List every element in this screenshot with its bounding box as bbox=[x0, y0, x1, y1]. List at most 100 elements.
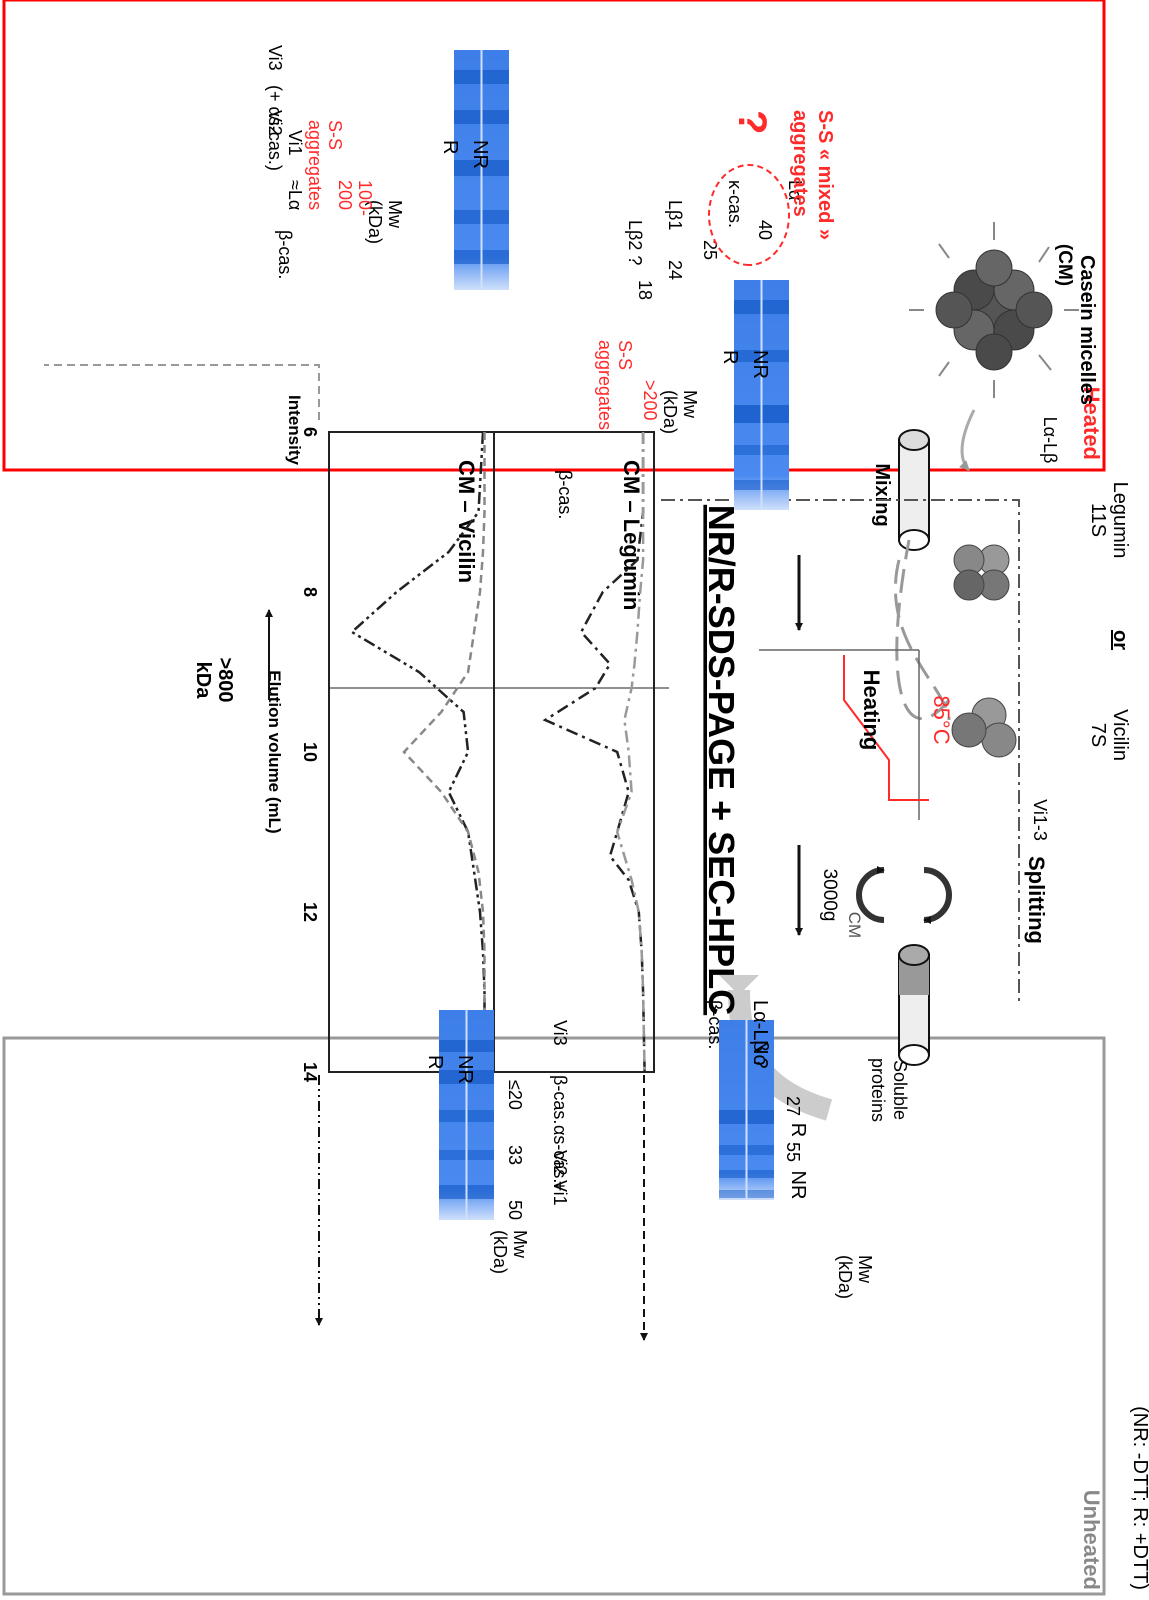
legumin-s-label: 11S bbox=[1087, 503, 1109, 537]
protein-to-tube-dashed bbox=[893, 539, 951, 721]
heated-frame bbox=[2, 0, 1106, 472]
question-mark: ? bbox=[730, 110, 774, 134]
lane-r-label: R bbox=[439, 140, 461, 154]
vi13-label: Vi1-3 bbox=[1030, 799, 1050, 841]
x-tick-label: 14 bbox=[300, 1062, 320, 1082]
vicilin-panel-title: CM – Vicilin bbox=[454, 460, 479, 583]
vi1-label: Vi1 bbox=[550, 1180, 570, 1206]
x-tick-label: 8 bbox=[300, 587, 320, 597]
series-line-1-0 bbox=[349, 431, 486, 1072]
casein-micelle bbox=[909, 222, 1079, 398]
unheated-title: Unheated bbox=[1079, 1490, 1104, 1590]
mw-24: 24 bbox=[665, 260, 685, 280]
casein-label: Casein micelles bbox=[1076, 255, 1098, 405]
rotation-icon bbox=[856, 866, 952, 924]
mw-18: 18 bbox=[635, 280, 655, 300]
la-label: Lα bbox=[785, 180, 805, 200]
mw-40: 40 bbox=[755, 220, 775, 240]
gel-heated-vicilin: NRRMw(kDa)100-200S-Saggregatesβ-cas.Vi1≈… bbox=[265, 45, 509, 290]
kcas-label: κ-cas. bbox=[725, 180, 745, 228]
bcas-label: β-cas. bbox=[705, 1000, 725, 1049]
mw-label: Mw bbox=[855, 1255, 875, 1284]
cm-abbrev: (CM) bbox=[1054, 244, 1075, 286]
big-mw-2: kDa bbox=[192, 662, 214, 700]
agg-label: aggregates bbox=[305, 120, 325, 210]
x-tick-label: 6 bbox=[300, 427, 320, 437]
lane-nr-label: NR bbox=[469, 140, 491, 169]
series-line-0-1 bbox=[615, 432, 646, 1073]
vi3-label: Vi3 bbox=[550, 1020, 570, 1046]
temp-label: 85°C bbox=[929, 695, 954, 744]
vi2-label: Vi2 + bbox=[550, 1150, 570, 1191]
la-lb-label: Lα-Lβ bbox=[1040, 417, 1060, 464]
g-force-label: 3000g bbox=[819, 869, 840, 922]
soluble-label-2: proteins bbox=[868, 1058, 888, 1122]
legumin-icon bbox=[953, 544, 1010, 601]
kda-label: (kDa) bbox=[660, 390, 680, 434]
to-analysis-arrowhead bbox=[719, 975, 759, 995]
elution-label: Elution volume (mL) bbox=[265, 670, 284, 833]
unheated-frame bbox=[2, 1036, 1106, 1596]
vi3-label: Vi3 bbox=[265, 45, 285, 71]
mixing-tube bbox=[898, 429, 930, 551]
mixed-circle bbox=[708, 164, 790, 266]
lane-r-label: R bbox=[719, 350, 741, 364]
soluble-label-1: Soluble bbox=[890, 1060, 910, 1120]
series-line-0-0 bbox=[542, 432, 646, 1073]
dtt-note: (NR: -DTT; R: +DTT) bbox=[1129, 1406, 1149, 1590]
series-line-1-1 bbox=[402, 432, 486, 1072]
vicilin-label: Vicilin bbox=[1109, 709, 1131, 761]
mw-25: 25 bbox=[700, 240, 720, 260]
ss-label: S-S bbox=[325, 120, 345, 150]
bcas-label: β-cas. bbox=[555, 470, 575, 519]
mw-20: ≤20 bbox=[505, 1080, 525, 1110]
la-label: ≈Lα bbox=[285, 180, 305, 210]
mw-33: 33 bbox=[505, 1145, 525, 1165]
mw-200: >200 bbox=[640, 380, 660, 421]
intensity-label: Intensity bbox=[285, 395, 304, 465]
mw-50: 50 bbox=[505, 1200, 525, 1220]
as-cas-label: αs-cas. bbox=[550, 1125, 570, 1183]
lb1-label: Lβ1 bbox=[665, 200, 685, 230]
mixed-label-1: S-S « mixed » bbox=[814, 110, 836, 240]
heating-profile bbox=[759, 649, 929, 820]
bcas-label: β-cas. bbox=[275, 230, 295, 279]
vic-unheated-connector bbox=[44, 364, 320, 420]
agg-label: aggregates bbox=[595, 340, 615, 430]
mw-label: Mw bbox=[385, 200, 405, 229]
ss-label: S-S bbox=[615, 340, 635, 370]
or-label: or bbox=[1109, 630, 1131, 650]
vi1-label: Vi1 bbox=[285, 130, 305, 156]
x-tick-label: 12 bbox=[300, 902, 320, 922]
lane-nr-label: NR bbox=[787, 1171, 809, 1200]
mw-100: 100- bbox=[355, 180, 375, 216]
micelle-to-tube-arrow bbox=[959, 409, 976, 472]
vi2-label: Vi2 bbox=[265, 110, 285, 136]
no-label: No bbox=[749, 1040, 771, 1066]
mixed-label-2: aggregates bbox=[789, 110, 811, 217]
heating-label: Heating bbox=[859, 670, 884, 751]
vicilin-panel bbox=[328, 431, 495, 1073]
vicilin-icon bbox=[951, 697, 1017, 758]
mw-27: 27 bbox=[783, 1096, 803, 1116]
lane-nr-label: NR bbox=[454, 1055, 476, 1084]
bcas-label: β-cas. bbox=[550, 1075, 570, 1124]
gel-heated-legumin: NRRMw(kDa)>200S-Saggregatesβ-cas.4025241… bbox=[555, 110, 836, 519]
sec-chart: CM – Legumin CM – Vicilin Intensity Elut… bbox=[192, 395, 669, 1082]
lalb-q-label: Lα-Lβ ? bbox=[749, 1000, 771, 1069]
mw-200: 200 bbox=[335, 180, 355, 210]
mw-label: Mw bbox=[680, 390, 700, 419]
splitting-label: Splitting bbox=[1024, 856, 1049, 944]
legumin-label: Legumin bbox=[1109, 482, 1131, 559]
mixing-label: Mixing bbox=[871, 463, 893, 526]
as-cas-label: (+ αs-cas.) bbox=[265, 85, 285, 171]
lane-r-label: R bbox=[787, 1123, 809, 1137]
heated-title: Heated bbox=[1079, 387, 1104, 460]
x-tick-label: 10 bbox=[300, 742, 320, 762]
lane-nr-label: NR bbox=[749, 350, 771, 379]
technique-title: NR/R-SDS-PAGE + SEC-HPLC bbox=[701, 505, 742, 1015]
